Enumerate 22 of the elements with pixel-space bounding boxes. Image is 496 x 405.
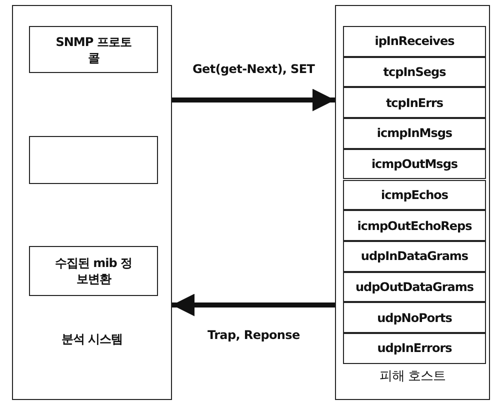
arrow — [172, 88, 335, 112]
arrow — [172, 294, 335, 316]
mib-cell: udpInDataGrams — [343, 240, 486, 272]
edge-label: Get(get-Next), SET — [190, 62, 317, 76]
mib-cell: tcpInSegs — [343, 56, 486, 88]
mib-cell: tcpInErrs — [343, 87, 486, 118]
mib-cell: icmpInMsgs — [343, 118, 486, 149]
mib-cell: icmpOutEchoReps — [343, 210, 486, 241]
panel-heading: 피해 호스트 — [378, 369, 447, 385]
system-panel — [12, 5, 172, 400]
process-box: SNMP 프로토콜 — [29, 26, 158, 73]
mib-cell: udpOutDataGrams — [343, 272, 486, 302]
host-panel — [335, 5, 490, 400]
mib-cell: udpInErrors — [343, 333, 486, 364]
mib-cell: icmpOutMsgs — [343, 148, 486, 180]
mib-cell: icmpEchos — [343, 180, 486, 210]
mib-cell: ipInReceives — [343, 26, 486, 57]
empty-box — [29, 136, 158, 184]
panel-heading: 분석 시스템 — [60, 331, 124, 347]
mib-cell: udpNoPorts — [343, 302, 486, 333]
edge-label: Trap, Reponse — [206, 328, 302, 342]
process-box: 수집된 mib 정보변환 — [29, 246, 158, 296]
